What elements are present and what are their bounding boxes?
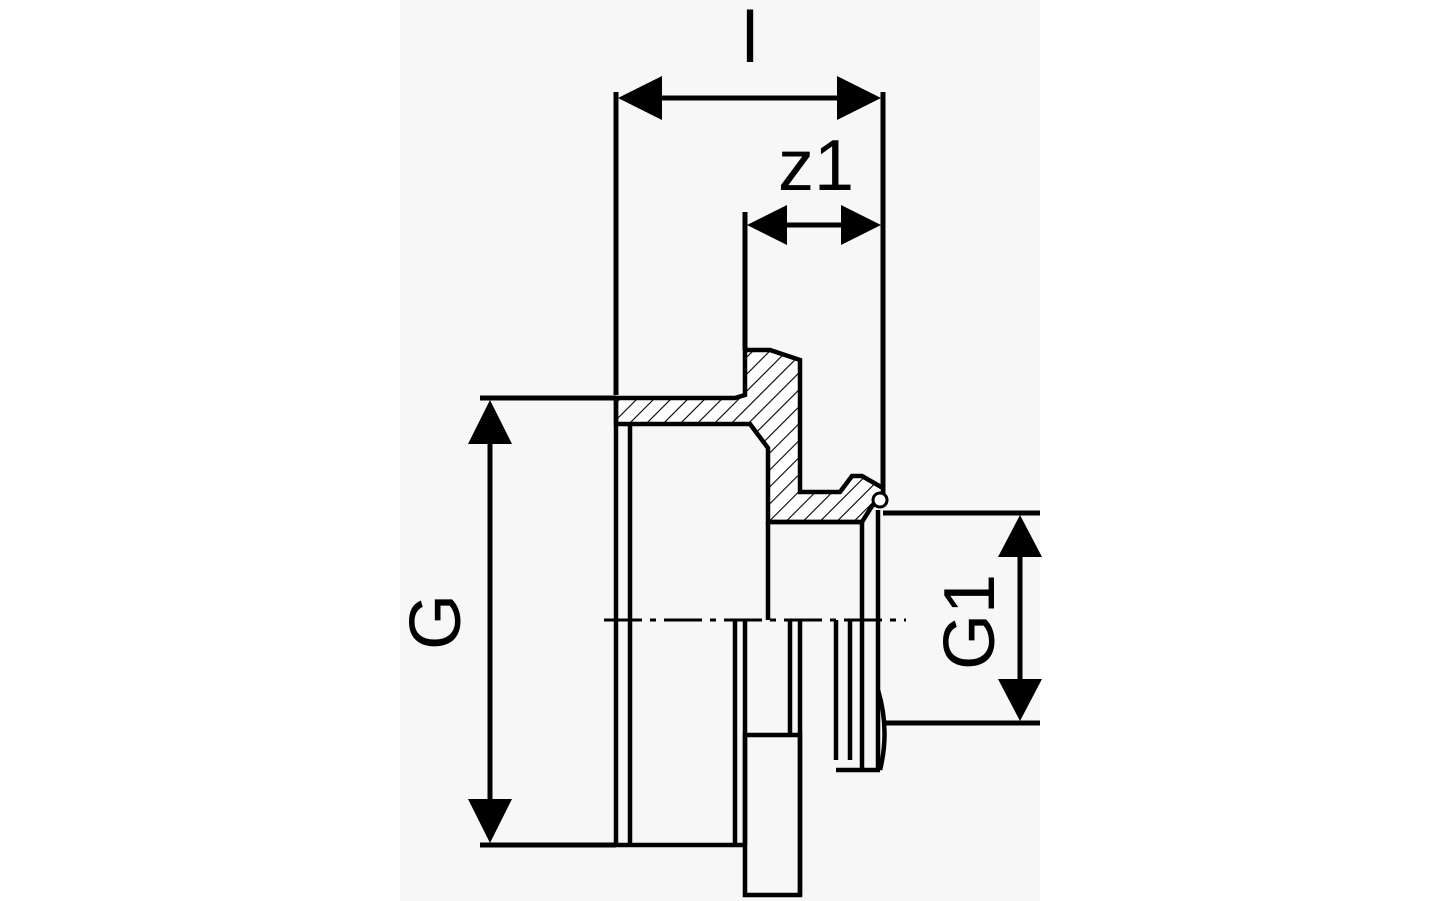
arrowhead-g-top xyxy=(468,400,512,444)
arrowhead-z1-right xyxy=(841,205,881,245)
arrowhead-g-bottom xyxy=(468,799,512,843)
arrowhead-l-right xyxy=(837,76,881,120)
label-z1: z1 xyxy=(778,126,854,206)
label-l: l xyxy=(742,0,758,78)
drawing-background xyxy=(400,0,1040,901)
fitting-spigot-end-curve xyxy=(875,689,887,771)
arrowhead-z1-left xyxy=(747,205,787,245)
label-g: G xyxy=(396,594,476,650)
arrowhead-g1-bottom xyxy=(998,679,1042,721)
fitting-hex-flange xyxy=(742,732,803,898)
arrowhead-g1-top xyxy=(998,515,1042,557)
arrowhead-l-left xyxy=(618,76,662,120)
fitting-section-wall xyxy=(613,347,886,525)
label-g1: G1 xyxy=(930,574,1010,670)
seal-ring xyxy=(871,491,889,509)
